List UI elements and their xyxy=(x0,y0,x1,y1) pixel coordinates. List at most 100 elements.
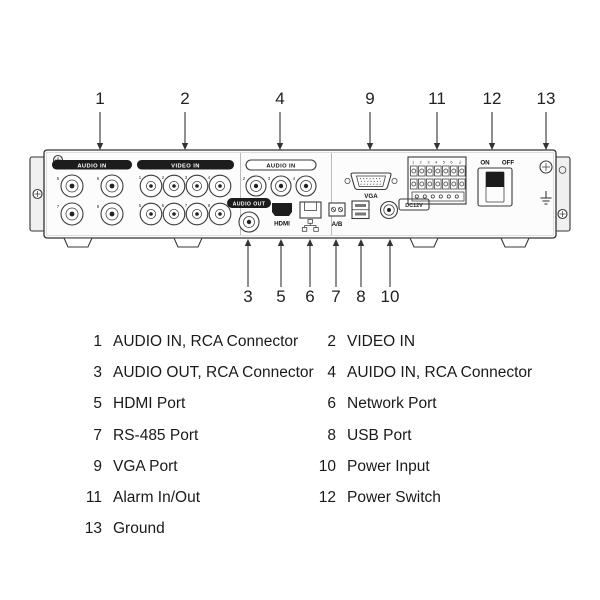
callout-3-num: 3 xyxy=(243,287,252,306)
ear-screw-right xyxy=(557,208,568,220)
callout-11: 11 xyxy=(428,89,446,150)
alarm-terminal-block: 1 2 3 4 5 6 ⏚ xyxy=(407,156,467,205)
connector-num: 5 xyxy=(139,203,142,208)
connector-num: 5 xyxy=(57,176,60,181)
legend-num: 6 xyxy=(327,395,336,413)
legend-num: 12 xyxy=(318,488,336,506)
callout-1: 1 xyxy=(95,89,105,150)
legend-label: AUDIO IN, RCA Connector xyxy=(113,333,299,350)
legend-num: 9 xyxy=(93,457,102,475)
connector-num: 1 xyxy=(139,175,142,180)
network-port xyxy=(299,201,322,232)
legend-num: 11 xyxy=(85,488,102,506)
callout-5-num: 5 xyxy=(276,287,285,306)
ear-hole-right xyxy=(558,166,567,174)
callout-7: 7 xyxy=(331,239,341,306)
power-switch: ON OFF xyxy=(477,160,515,207)
legend-num: 7 xyxy=(93,426,102,444)
bnc-connector xyxy=(185,202,209,226)
rca-connector xyxy=(245,175,267,197)
bnc-connector xyxy=(162,174,186,198)
hdmi-label: HDMI xyxy=(274,221,290,228)
callout-12: 12 xyxy=(483,89,502,150)
ear-screw-left xyxy=(32,188,43,200)
legend-label: RS-485 Port xyxy=(113,426,199,444)
rs485-port: A/B xyxy=(328,202,346,228)
callout-9: 9 xyxy=(365,89,375,150)
legend-num: 1 xyxy=(93,333,102,350)
callout-13-num: 13 xyxy=(537,89,556,108)
callout-8: 8 xyxy=(356,239,366,306)
on-label: ON xyxy=(480,160,490,167)
off-label: OFF xyxy=(502,160,515,167)
rca-connector xyxy=(60,174,84,198)
legend-label: Alarm In/Out xyxy=(113,488,200,506)
connector-num: 6 xyxy=(162,203,165,208)
vga-port: VGA xyxy=(344,172,398,200)
legend-label: VGA Port xyxy=(113,457,178,475)
connector-num: 7 xyxy=(185,203,188,208)
callout-9-num: 9 xyxy=(365,89,374,108)
audio-in-left-section: AUDIO IN 5 6 7 8 xyxy=(52,160,132,226)
rca-connector xyxy=(238,211,260,233)
rs485-label: A/B xyxy=(332,221,343,228)
bnc-connector xyxy=(139,174,163,198)
legend-label: Power Input xyxy=(347,457,430,475)
connector-num: 4 xyxy=(293,176,296,181)
foot xyxy=(173,237,203,248)
ground-symbol xyxy=(540,191,552,205)
rca-connector xyxy=(60,202,84,226)
mount-ear-right xyxy=(554,156,571,232)
legend-num: 2 xyxy=(327,333,336,350)
foot xyxy=(63,237,93,248)
audio-out-section: AUDIO OUT xyxy=(227,198,271,233)
connector-num: 3 xyxy=(185,175,188,180)
callout-10: 10 xyxy=(381,239,400,306)
callout-2: 2 xyxy=(180,89,190,150)
connector-num: 7 xyxy=(57,204,60,209)
legend-label: VIDEO IN xyxy=(347,333,416,350)
connector-num: 8 xyxy=(97,204,100,209)
bnc-connector xyxy=(139,202,163,226)
audio-in-left-label: AUDIO IN xyxy=(77,163,106,169)
bnc-connector xyxy=(162,202,186,226)
foot xyxy=(500,237,530,248)
legend: 1 AUDIO IN, RCA Connector 2 VIDEO IN 3 A… xyxy=(68,333,532,551)
legend-label: Power Switch xyxy=(347,488,441,506)
rca-connector xyxy=(100,202,124,226)
bnc-connector xyxy=(208,174,232,198)
callout-4: 4 xyxy=(275,89,285,150)
legend-num: 8 xyxy=(327,426,336,444)
callout-3: 3 xyxy=(243,239,253,306)
network-icon xyxy=(301,219,319,232)
connector-num: 6 xyxy=(97,176,100,181)
rca-connector xyxy=(100,174,124,198)
legend-label: USB Port xyxy=(347,426,412,444)
legend-num: 3 xyxy=(93,364,102,382)
usb-tongue xyxy=(355,212,366,216)
switch-rocker xyxy=(486,172,504,187)
callout-12-num: 12 xyxy=(483,89,502,108)
callout-13: 13 xyxy=(537,89,556,150)
audio-in-right-section: AUDIO IN 2 3 4 xyxy=(243,159,317,197)
callout-6: 6 xyxy=(305,239,315,306)
bnc-connector xyxy=(208,202,232,226)
usb-port xyxy=(351,200,370,220)
vga-label: VGA xyxy=(364,193,378,200)
legend-label: Network Port xyxy=(347,395,437,413)
ground-terminal xyxy=(539,160,553,205)
audio-out-label: AUDIO OUT xyxy=(233,201,266,207)
legend-label: AUDIO OUT, RCA Connector xyxy=(113,364,314,382)
rca-connector xyxy=(270,175,292,197)
legend-num: 4 xyxy=(327,364,336,382)
callout-8-num: 8 xyxy=(356,287,365,306)
callout-6-num: 6 xyxy=(305,287,314,306)
callout-10-num: 10 xyxy=(381,287,400,306)
video-in-label: VIDEO IN xyxy=(171,163,200,169)
legend-label: AUIDO IN, RCA Connector xyxy=(347,364,533,382)
connector-num: 2 xyxy=(162,175,165,180)
connector-num: 2 xyxy=(243,176,246,181)
legend-label: Ground xyxy=(113,520,165,538)
foot xyxy=(409,237,439,248)
